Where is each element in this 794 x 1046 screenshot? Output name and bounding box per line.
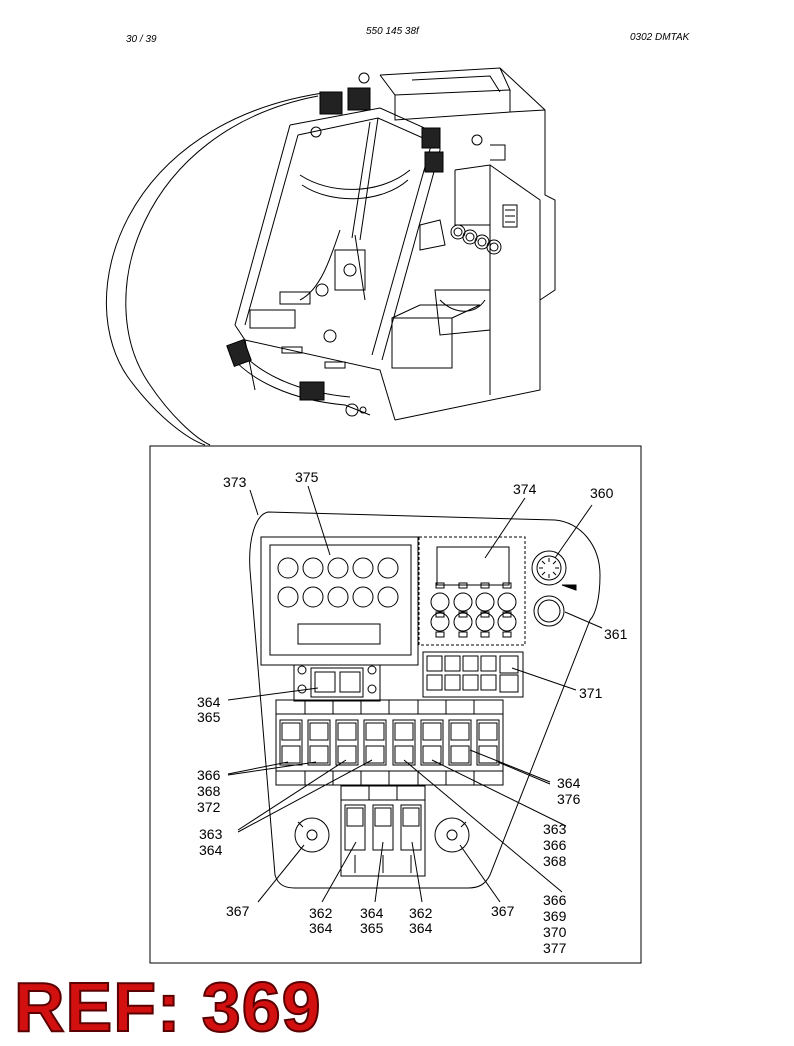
callout-366: 366 <box>543 837 567 853</box>
document-number: 550 145 38f <box>366 26 419 37</box>
display-panel <box>418 536 526 646</box>
callout-373: 373 <box>223 474 247 490</box>
callout-368: 368 <box>543 853 567 869</box>
callout-368: 368 <box>197 783 221 799</box>
callout-363: 363 <box>543 821 567 837</box>
lower-switch-group <box>340 785 426 877</box>
callout-375: 375 <box>295 469 319 485</box>
callout-364: 364 <box>199 842 223 858</box>
document-code: 0302 DMTAK <box>630 32 690 43</box>
callout-371: 371 <box>579 685 603 701</box>
callout-364: 364 <box>557 775 581 791</box>
right-knob <box>434 817 470 853</box>
switch-block <box>422 651 524 698</box>
callout-364: 364 <box>309 920 333 936</box>
callout-364: 364 <box>197 694 221 710</box>
warning-light-panel <box>260 536 419 666</box>
key-switch <box>533 595 565 627</box>
cab-illustration <box>105 67 556 446</box>
callout-365: 365 <box>360 920 384 936</box>
callout-362: 362 <box>409 905 433 921</box>
callout-364: 364 <box>409 920 433 936</box>
callout-360: 360 <box>590 485 614 501</box>
callout-367: 367 <box>491 903 515 919</box>
page-number: 30 / 39 <box>126 34 157 45</box>
callout-372: 372 <box>197 799 221 815</box>
left-knob <box>294 817 330 853</box>
leader-lines <box>227 485 603 903</box>
detail-leader-arc <box>105 91 331 446</box>
callout-367: 367 <box>226 903 250 919</box>
callout-364: 364 <box>360 905 384 921</box>
callout-374: 374 <box>513 481 537 497</box>
rocker-switch-row <box>275 699 504 786</box>
callout-361: 361 <box>604 626 628 642</box>
reference-label: REF: 369 <box>13 968 322 1046</box>
callout-366: 366 <box>543 892 567 908</box>
callout-369: 369 <box>543 908 567 924</box>
callout-363: 363 <box>199 826 223 842</box>
wiper-switch-area <box>293 664 381 702</box>
callout-376: 376 <box>557 791 581 807</box>
detail-frame <box>149 445 642 964</box>
console-outline <box>249 511 601 889</box>
callout-labels: 373 375 374 360 361 371 364 365 366 368 … <box>197 469 628 956</box>
callout-377: 377 <box>543 940 567 956</box>
callout-370: 370 <box>543 924 567 940</box>
callout-366: 366 <box>197 767 221 783</box>
callout-362: 362 <box>309 905 333 921</box>
hour-meter-gauge <box>531 550 577 591</box>
callout-365: 365 <box>197 709 221 725</box>
